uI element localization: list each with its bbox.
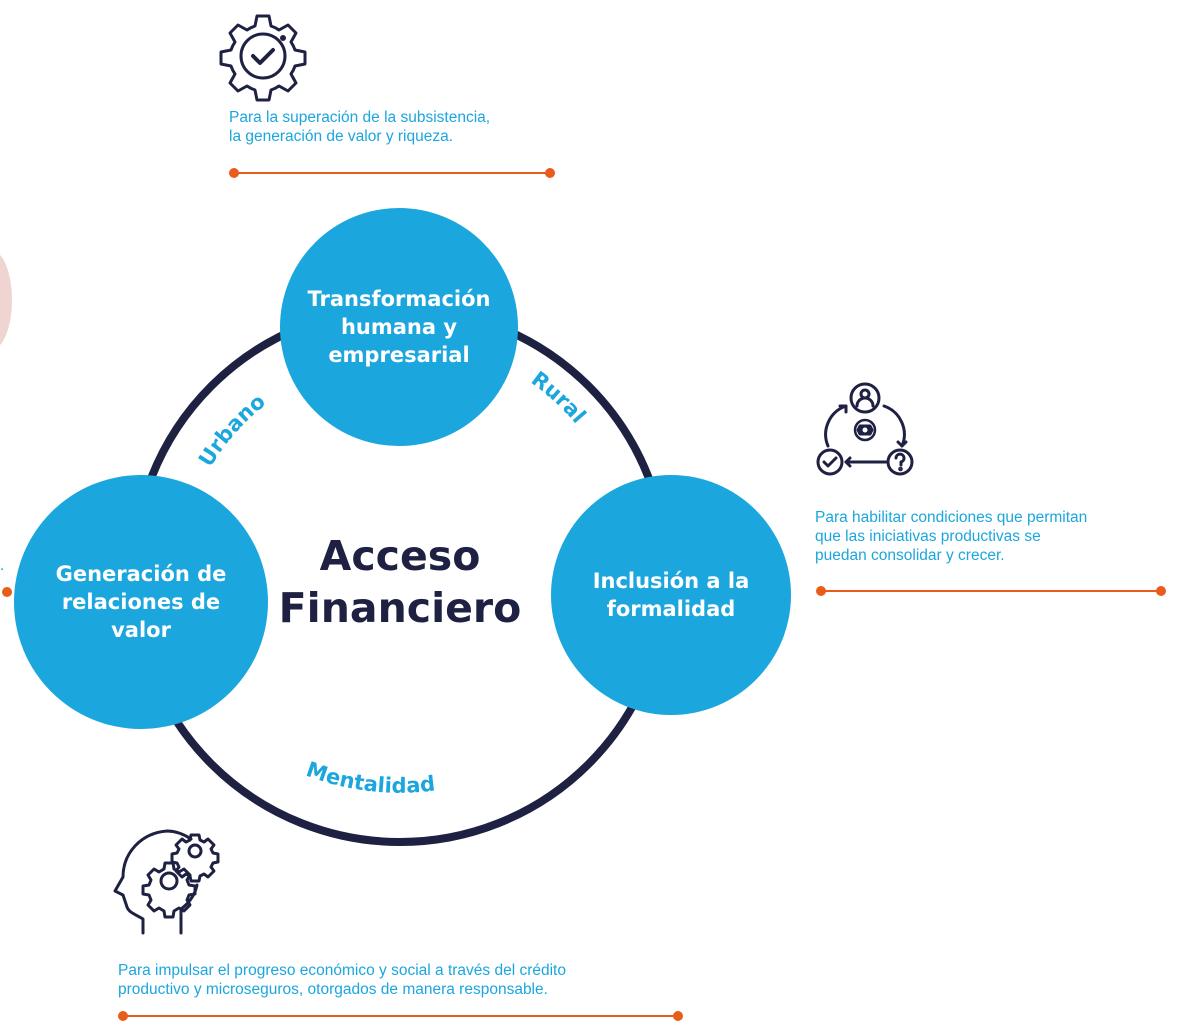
node-left-line2: relaciones de xyxy=(61,590,221,614)
top-caption-line2: la generación de valor y riqueza. xyxy=(229,128,454,145)
center-title: Acceso Financiero xyxy=(262,530,538,634)
center-title-line2: Financiero xyxy=(278,584,522,632)
node-transformacion: Transformación humana y empresarial xyxy=(280,208,518,446)
right-caption: Para habilitar condiciones que permitan … xyxy=(815,508,1175,565)
arc-label-urbano-text: Urbano xyxy=(194,389,270,471)
top-caption-rule xyxy=(229,168,555,178)
bottom-caption-line2: productivo y microseguros, otorgados de … xyxy=(118,981,548,998)
right-caption-line2: que las iniciativas productivas se xyxy=(815,528,1041,545)
right-caption-rule xyxy=(816,586,1166,596)
node-top-line3: empresarial xyxy=(328,343,470,367)
node-inclusion: Inclusión a la formalidad xyxy=(551,475,791,715)
top-caption-line1: Para la superación de la subsistencia, xyxy=(229,109,491,126)
gear-check-icon xyxy=(215,8,311,104)
left-edge-decoration xyxy=(0,250,12,350)
head-gears-icon xyxy=(113,825,223,937)
cycle-process-icon xyxy=(810,380,920,480)
bottom-caption-rule xyxy=(118,1011,683,1021)
arc-label-mentalidad-text: Mentalidad xyxy=(303,757,436,798)
node-top-line1: Transformación xyxy=(307,287,491,311)
node-right-line2: formalidad xyxy=(606,597,736,621)
bottom-caption: Para impulsar el progreso económico y so… xyxy=(118,961,738,999)
center-title-line1: Acceso xyxy=(319,532,481,580)
right-caption-line1: Para habilitar condiciones que permitan xyxy=(815,509,1088,526)
node-left-line3: valor xyxy=(111,618,171,642)
bottom-caption-line1: Para impulsar el progreso económico y so… xyxy=(118,962,566,979)
arc-label-urbano: Urbano xyxy=(194,389,270,471)
node-generacion: Generación de relaciones de valor xyxy=(14,475,268,729)
left-rule-dot xyxy=(2,587,12,597)
arc-label-mentalidad: Mentalidad xyxy=(303,757,436,798)
node-right-line1: Inclusión a la xyxy=(592,569,750,593)
left-caption-fragment: . xyxy=(0,557,5,574)
node-top-line2: humana y xyxy=(340,315,458,339)
right-caption-line3: puedan consolidar y crecer. xyxy=(815,547,1005,564)
top-caption: Para la superación de la subsistencia, l… xyxy=(229,108,569,146)
node-left-line1: Generación de xyxy=(55,562,227,586)
